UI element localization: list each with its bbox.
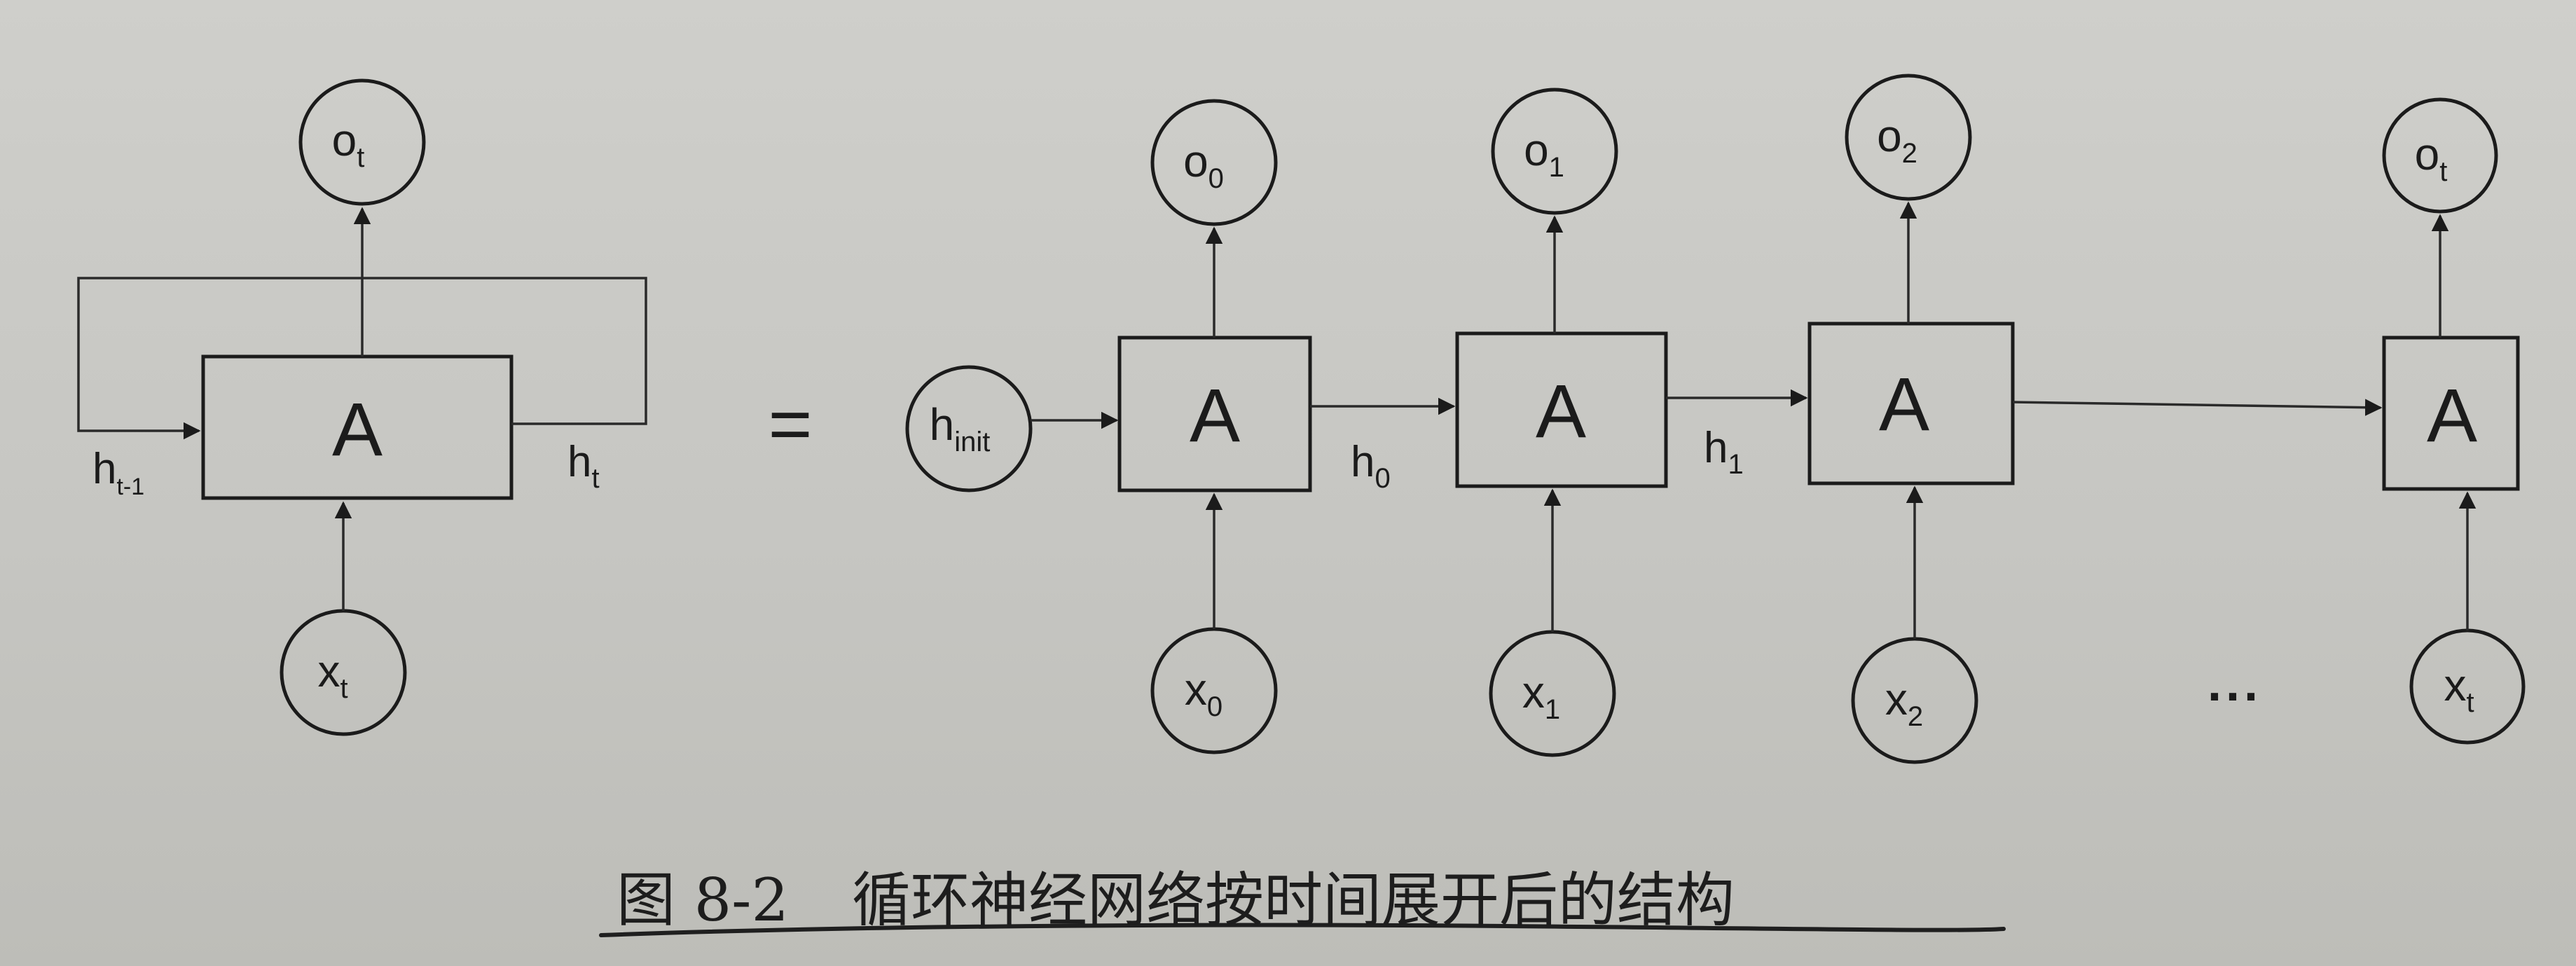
step-t: A ot xt — [2382, 97, 2526, 745]
output-t-node — [2382, 97, 2498, 214]
folded-recurrent-loop — [77, 277, 647, 440]
folded-hidden-in-label: ht-1 — [92, 445, 144, 500]
hidden-1-label: h1 — [1704, 424, 1744, 480]
input-1-label: x1 — [1522, 667, 1560, 725]
hidden-2-arrow — [2012, 399, 2383, 416]
cell-t-box — [2382, 336, 2520, 491]
figure-number: 图 8-2 — [617, 866, 789, 934]
output-0-node — [1150, 99, 1278, 226]
output-t-label: ot — [2415, 129, 2448, 187]
figure-caption-text: 循环神经网络按时间展开后的结构 — [851, 866, 1735, 934]
cell-0-label: A — [1190, 373, 1240, 457]
folded-cell-label: A — [332, 387, 383, 471]
unrolled-rnn: hinit A o0 x0 h0 A — [905, 74, 2526, 764]
output-1-label: o1 — [1524, 125, 1564, 183]
step-2: A o2 x2 — [1807, 74, 2383, 764]
step-1: A o1 x1 h1 — [1455, 88, 1808, 757]
cell-2-box — [1807, 322, 2015, 485]
cell-t-label: A — [2427, 373, 2477, 457]
ellipsis: ... — [2207, 656, 2262, 712]
output-1-node — [1491, 88, 1618, 215]
cell-1-label: A — [1536, 368, 1586, 453]
folded-rnn: ot A xt ht-1 ht — [77, 78, 647, 736]
folded-output-label: ot — [332, 115, 365, 173]
output-2-label: o2 — [1877, 111, 1917, 169]
folded-cell-box — [201, 354, 514, 500]
folded-hidden-out-label: ht — [567, 438, 600, 494]
input-t-label: xt — [2444, 660, 2474, 718]
hidden-0-label: h0 — [1351, 438, 1391, 494]
cell-2-label: A — [1879, 361, 1929, 446]
cell-1-box — [1455, 331, 1668, 488]
input-0-label: x0 — [1185, 664, 1222, 722]
h-init-node — [905, 365, 1033, 492]
equals-sign: = — [768, 381, 812, 466]
input-2-label: x2 — [1885, 674, 1923, 732]
output-0-label: o0 — [1183, 136, 1224, 194]
folded-output-node — [298, 78, 426, 206]
folded-input-label: xt — [317, 646, 347, 704]
step-0: A o0 x0 h0 — [1117, 99, 1456, 754]
h-init-label: hinit — [930, 399, 991, 457]
output-2-node — [1845, 74, 1972, 201]
figure-caption: 图 8-2 循环神经网络按时间展开后的结构 — [617, 853, 1735, 938]
